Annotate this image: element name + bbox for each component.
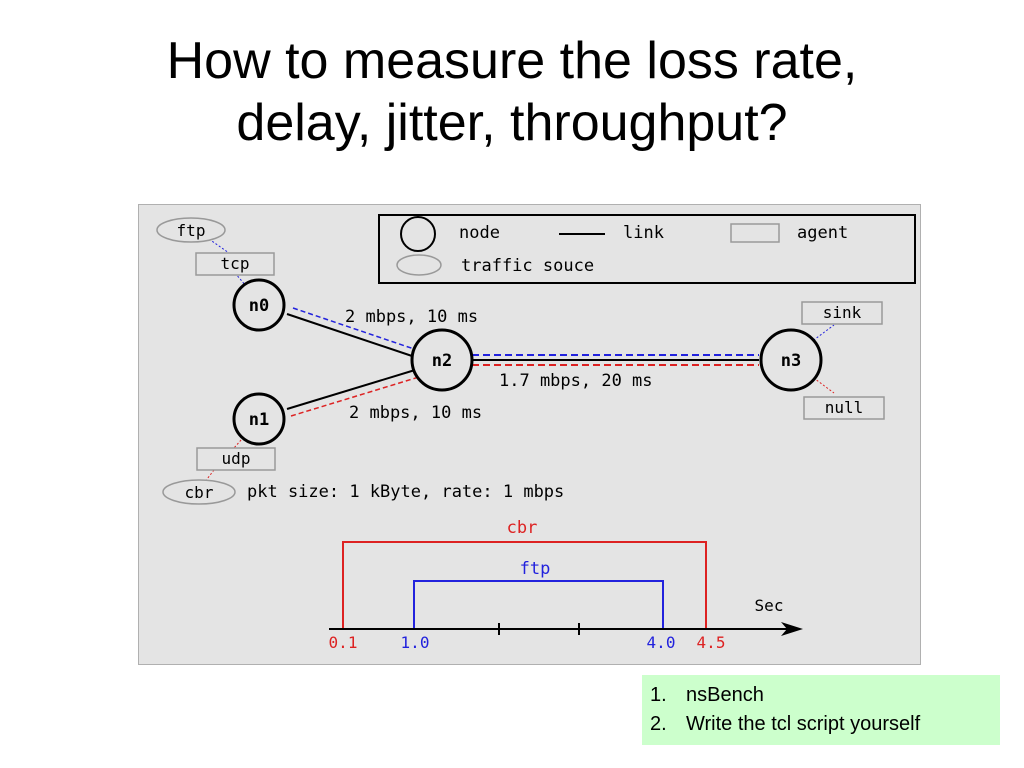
cbr-source-label: cbr (185, 483, 214, 502)
slide-title: How to measure the loss rate, delay, jit… (0, 30, 1024, 154)
link-n0-n2 (286, 313, 416, 358)
link-n1-n2 (286, 369, 416, 410)
timeline-cbr-label: cbr (507, 518, 538, 538)
tick-label-0-1: 0.1 (329, 633, 358, 652)
notes-item-1-text: nsBench (686, 684, 764, 706)
legend-traffic-source-label: traffic souce (461, 256, 594, 276)
udp-agent (196, 447, 276, 471)
legend-link-label: link (623, 223, 664, 243)
timeline-cbr-bar (342, 541, 707, 629)
sink-agent-label: sink (823, 303, 862, 322)
legend-box (378, 214, 916, 284)
ftp-source-label: ftp (177, 221, 206, 240)
tick-label-4-5: 4.5 (697, 633, 726, 652)
legend-agent-label: agent (797, 223, 848, 243)
timeline-ftp-bar (413, 580, 664, 629)
node-n1-label: n1 (249, 410, 269, 430)
node-n2 (410, 328, 474, 392)
notes-item-1: 1. nsBench (650, 681, 992, 710)
notes-box: 1. nsBench 2. Write the tcl script yours… (642, 675, 1000, 745)
ftp-source (156, 217, 226, 243)
null-agent (803, 396, 885, 420)
timeline-axis-arrow (781, 622, 803, 636)
cbr-source (162, 479, 236, 505)
topology-svg: node link agent traffic souce 2 mbps, 10 (156, 214, 916, 652)
legend-agent-symbol (730, 223, 780, 243)
tcp-agent (195, 252, 275, 276)
notes-item-2-number: 2. (650, 713, 667, 735)
title-line-2: delay, jitter, throughput? (236, 94, 788, 152)
node-n2-label: n2 (432, 351, 452, 371)
notes-item-2-text: Write the tcl script yourself (686, 713, 921, 735)
network-topology-figure: node link agent traffic souce 2 mbps, 10 (138, 204, 921, 665)
notes-item-2: 2. Write the tcl script yourself (650, 710, 992, 739)
legend-node-symbol (400, 216, 436, 252)
cbr-params-text: pkt size: 1 kByte, rate: 1 mbps (247, 482, 564, 502)
flow-cbr-n1-n2 (290, 376, 420, 417)
node-n0-label: n0 (249, 296, 269, 316)
null-agent-label: null (825, 398, 864, 417)
tick-label-4-0: 4.0 (647, 633, 676, 652)
node-n0 (232, 278, 286, 332)
sink-agent (801, 301, 883, 325)
timeline-ftp-label: ftp (520, 559, 551, 579)
tcp-agent-label: tcp (221, 254, 250, 273)
notes-item-1-number: 1. (650, 684, 667, 706)
timeline-axis-label: Sec (755, 596, 784, 615)
link-n1-n2-label: 2 mbps, 10 ms (349, 403, 482, 423)
flow-tcp-n0-n2 (292, 307, 418, 351)
link-n0-n2-label: 2 mbps, 10 ms (345, 307, 478, 327)
ftp-tcp-attach (208, 238, 230, 254)
node-n1 (232, 392, 286, 446)
legend-node-label: node (459, 223, 500, 243)
node-n3 (759, 328, 823, 392)
udp-agent-label: udp (222, 449, 251, 468)
tick-label-1-0: 1.0 (401, 633, 430, 652)
legend-traffic-source-symbol (396, 254, 442, 276)
link-n2-n3-label: 1.7 mbps, 20 ms (499, 371, 653, 391)
title-line-1: How to measure the loss rate, (166, 32, 858, 90)
node-n3-label: n3 (781, 351, 801, 371)
